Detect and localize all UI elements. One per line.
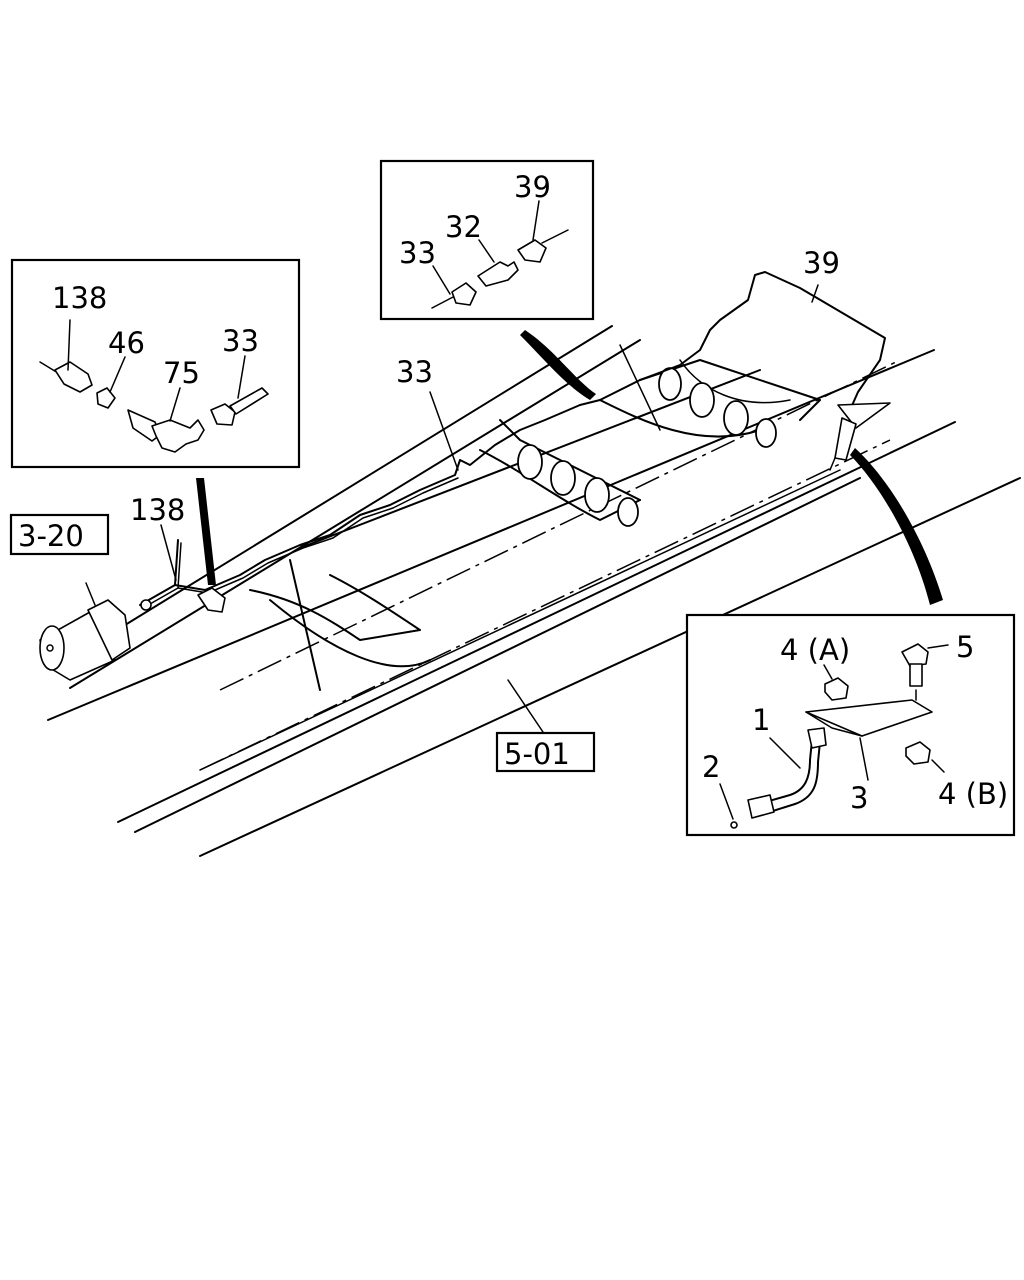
callout-33-inset-left: 33	[222, 324, 259, 358]
inset-left: 138 46 75 33	[10, 258, 301, 469]
callout-1-inset: 1	[752, 703, 770, 737]
callout-39-inset: 39	[514, 170, 551, 204]
callout-39-main: 39	[803, 246, 840, 280]
callout-4a-inset: 4 (A)	[780, 633, 850, 667]
callout-75-inset: 75	[163, 356, 200, 390]
ref-label-3-20: 3-20	[18, 519, 84, 553]
callout-33-inset-top: 33	[399, 236, 436, 270]
inset-right: 4 (A) 5 1 2 3 4 (B)	[685, 613, 1016, 837]
chassis-frame	[47, 325, 1021, 857]
callout-3-inset: 3	[850, 781, 868, 815]
callout-138-main: 138	[130, 493, 185, 527]
ref-box-3-20[interactable]: 3-20	[9, 513, 110, 556]
inset-top: 39 32 33	[379, 159, 595, 321]
flex-hose-main	[829, 402, 891, 471]
brake-chamber	[39, 582, 131, 681]
callout-2-inset: 2	[702, 750, 720, 784]
main-leader-lines	[160, 284, 819, 736]
callout-5-inset: 5	[956, 630, 974, 664]
callout-4b-inset: 4 (B)	[938, 777, 1008, 811]
callout-33-main: 33	[396, 355, 433, 389]
brake-pipe-routing	[139, 271, 886, 609]
callout-32-inset: 32	[445, 210, 482, 244]
callout-138-inset: 138	[52, 281, 107, 315]
ref-label-5-01: 5-01	[504, 737, 570, 771]
union-fitting-main	[140, 587, 226, 613]
leader-arrows	[196, 330, 943, 605]
callout-46-inset: 46	[108, 326, 145, 360]
ref-box-5-01[interactable]: 5-01	[495, 731, 596, 773]
